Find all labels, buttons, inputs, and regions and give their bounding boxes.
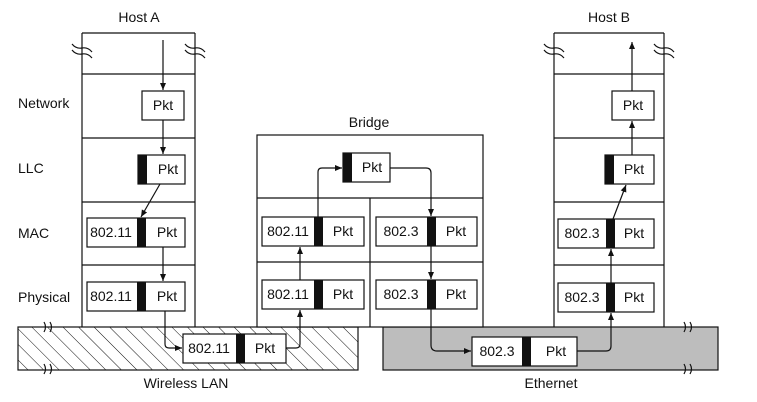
svg-text:802.3: 802.3 (383, 286, 418, 302)
arrow-bridge-mac-to-llc (317, 165, 342, 217)
svg-text:Pkt: Pkt (624, 225, 644, 241)
arrow-a-llc-to-mac (140, 183, 161, 218)
host-b-network-packet: Pkt (611, 90, 655, 121)
arrow-bridge-llc-to-mac (390, 167, 434, 216)
host-b-stack (543, 32, 675, 327)
wireless-medium-frame: 802.11 Pkt (182, 333, 287, 364)
arrow-bridge-to-ethernet (430, 309, 471, 354)
bridge-8023-mac-frame: 802.3 Pkt (375, 216, 478, 247)
layer-network-label: Network (18, 95, 70, 111)
svg-text:Pkt: Pkt (153, 97, 173, 113)
svg-text:802.11: 802.11 (90, 224, 132, 240)
media-break-marks (43, 321, 693, 375)
svg-text:802.11: 802.11 (267, 286, 309, 302)
svg-text:802.3: 802.3 (564, 225, 599, 241)
svg-text:Pkt: Pkt (158, 161, 178, 177)
arrow-a-to-wireless (164, 311, 182, 351)
host-b-mac-frame: 802.3 Pkt (557, 218, 655, 249)
svg-text:Pkt: Pkt (157, 224, 177, 240)
svg-text:802.3: 802.3 (479, 343, 514, 359)
svg-text:Pkt: Pkt (624, 161, 644, 177)
host-a-stack (71, 32, 206, 327)
svg-text:Pkt: Pkt (157, 288, 177, 304)
arrow-b-mac-to-llc (612, 184, 627, 220)
svg-text:802.3: 802.3 (564, 289, 599, 305)
svg-text:802.11: 802.11 (90, 288, 132, 304)
svg-text:Pkt: Pkt (333, 286, 353, 302)
bridge-80211-physical-frame: 802.11 Pkt (261, 279, 365, 310)
wireless-lan-label: Wireless LAN (144, 375, 229, 391)
layer-mac-label: MAC (18, 225, 49, 241)
host-b-llc-packet: Pkt (604, 154, 655, 185)
bridge-title: Bridge (349, 114, 390, 130)
svg-text:Pkt: Pkt (446, 223, 466, 239)
svg-text:Pkt: Pkt (624, 289, 644, 305)
host-a-network-packet: Pkt (141, 90, 185, 121)
bridge-80211-mac-frame: 802.11 Pkt (261, 216, 365, 247)
svg-text:Pkt: Pkt (446, 286, 466, 302)
arrow-ethernet-to-host-b (577, 313, 614, 352)
ethernet-label: Ethernet (525, 375, 578, 391)
host-b-physical-frame: 802.3 Pkt (557, 282, 655, 313)
layer-llc-label: LLC (18, 160, 44, 176)
host-a-mac-frame: 802.11 Pkt (86, 217, 186, 248)
host-a-physical-frame: 802.11 Pkt (86, 281, 186, 312)
layer-physical-label: Physical (18, 289, 70, 305)
arrow-wireless-to-bridge (286, 310, 303, 349)
svg-text:Pkt: Pkt (362, 159, 382, 175)
bridge-llc-packet: Pkt (342, 152, 391, 183)
host-a-title: Host A (118, 9, 160, 25)
ethernet-medium-frame: 802.3 Pkt (471, 336, 578, 367)
flow-arrows (140, 40, 635, 354)
svg-text:802.11: 802.11 (267, 223, 309, 239)
host-b-title: Host B (588, 9, 630, 25)
host-a-llc-packet: Pkt (137, 154, 186, 185)
svg-text:Pkt: Pkt (255, 340, 275, 356)
svg-text:Pkt: Pkt (546, 343, 566, 359)
svg-text:802.11: 802.11 (188, 340, 230, 356)
svg-text:802.3: 802.3 (383, 223, 418, 239)
svg-text:Pkt: Pkt (333, 223, 353, 239)
bridge-8023-physical-frame: 802.3 Pkt (375, 279, 478, 310)
svg-text:Pkt: Pkt (623, 97, 643, 113)
